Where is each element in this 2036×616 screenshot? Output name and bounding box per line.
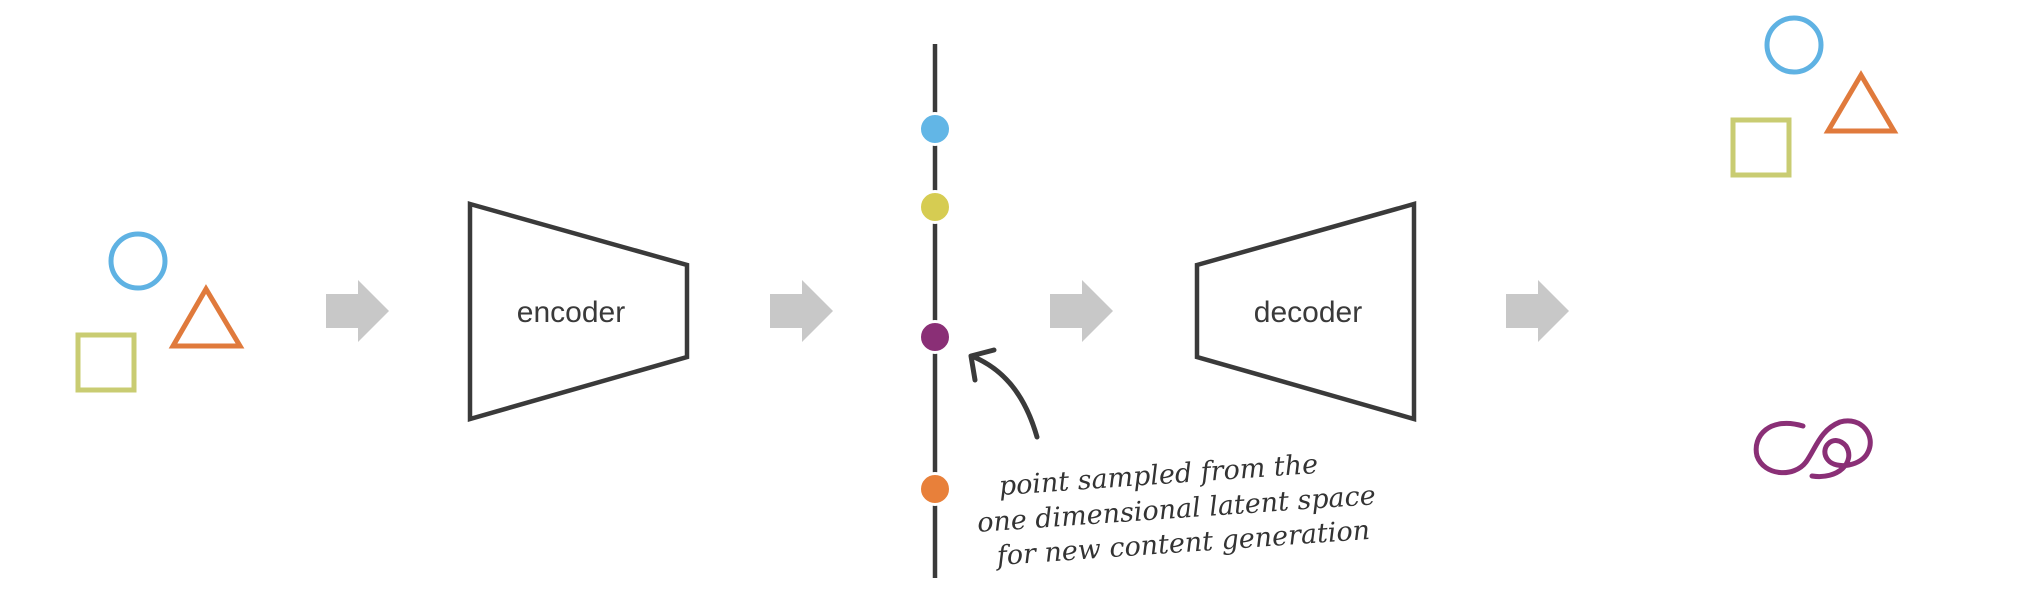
curved-arrow-icon [968, 347, 1040, 440]
latent-point-blue [918, 112, 952, 146]
output-square-icon [1730, 117, 1792, 178]
latent-point-yellow [918, 190, 952, 224]
annotation: point sampled from the one dimensional l… [976, 449, 1376, 572]
input-shapes [75, 231, 245, 393]
squiggle-shape-icon [1753, 418, 1873, 480]
flow-arrows [326, 280, 1569, 342]
flow-arrow-icon [326, 280, 389, 342]
output-shapes [1730, 15, 1899, 178]
input-triangle-icon [168, 284, 245, 349]
output-triangle-icon [1823, 70, 1899, 134]
decoder-trapezoid [1194, 201, 1417, 422]
input-circle-icon [108, 231, 168, 291]
input-square-icon [75, 332, 137, 393]
latent-space [918, 44, 952, 578]
encoder-trapezoid [467, 201, 690, 422]
flow-arrow-icon [1050, 280, 1113, 342]
decoder-block: decoder [1194, 201, 1417, 422]
encoder-label: encoder [517, 296, 625, 329]
flow-arrow-icon [770, 280, 833, 342]
latent-point-orange [918, 472, 952, 506]
output-circle-icon [1764, 15, 1824, 75]
decoder-label: decoder [1254, 296, 1362, 329]
encoder-block: encoder [467, 201, 690, 422]
latent-point-purple [918, 320, 952, 354]
flow-arrow-icon [1506, 280, 1569, 342]
